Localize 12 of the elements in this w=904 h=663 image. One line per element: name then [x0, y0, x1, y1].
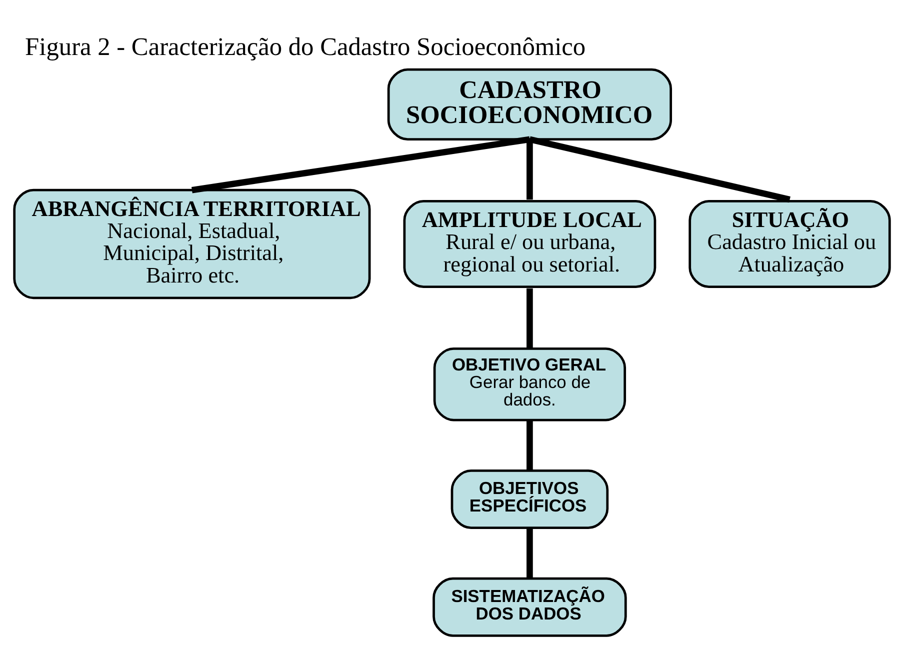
diagram-title: Figura 2 - Caracterização do Cadastro Socioeconômico: [25, 32, 586, 60]
node-box: OBJETIVO GERAL Gerar banco de dados.: [433, 346, 626, 421]
connector: [526, 288, 533, 348]
node-box: OBJETIVOS ESPECÍFICOS: [450, 469, 609, 529]
connector: [526, 420, 533, 470]
node-box: ABRANGÊNCIA TERRITORIAL Nacional, Estadual, Municipal, Distrital, Bairro etc.: [13, 188, 371, 299]
connector: [526, 527, 533, 578]
node-box: CADASTRO SOCIOECONOMICO: [387, 68, 672, 140]
node-box: SISTEMATIZAÇÃO DOS DADOS: [432, 576, 627, 636]
node-box: AMPLITUDE LOCAL Rural e/ ou urbana, regional ou setorial.: [403, 200, 656, 288]
connector: [528, 136, 790, 202]
node-box: SITUAÇÃO Cadastro Inicial ou Atualização: [688, 200, 891, 288]
